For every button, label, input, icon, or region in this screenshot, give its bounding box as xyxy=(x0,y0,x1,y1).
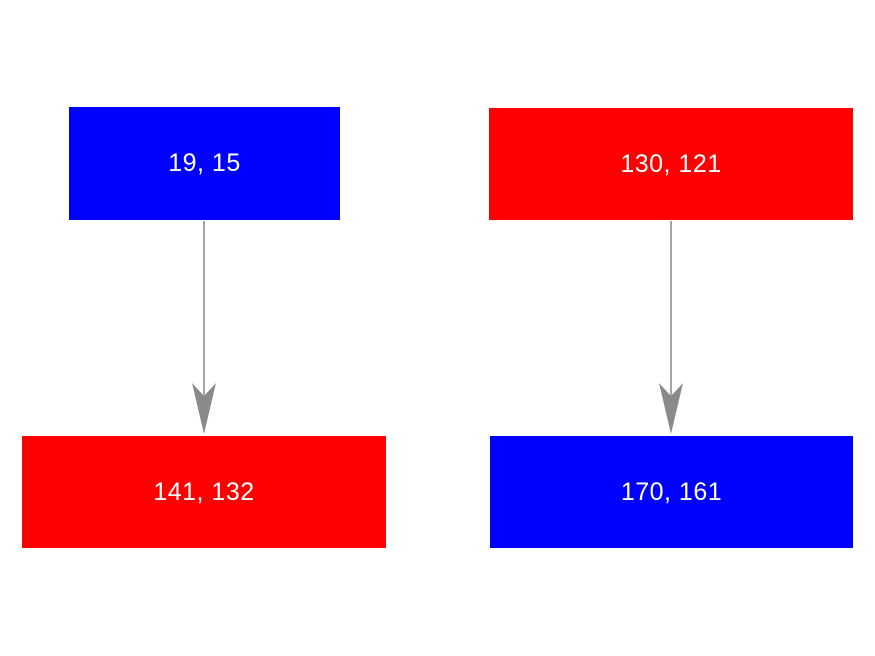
node-label: 19, 15 xyxy=(168,149,241,177)
node-label: 141, 132 xyxy=(153,477,255,506)
arrow-down-icon xyxy=(659,221,683,434)
node-top-right: 130, 121 xyxy=(489,108,853,220)
node-bottom-left: 141, 132 xyxy=(22,436,386,548)
node-top-left: 19, 15 xyxy=(69,107,340,220)
node-label: 130, 121 xyxy=(620,149,722,178)
node-label: 170, 161 xyxy=(620,477,723,506)
arrow-down-icon xyxy=(192,221,216,434)
node-bottom-right: 170, 161 xyxy=(490,436,853,548)
